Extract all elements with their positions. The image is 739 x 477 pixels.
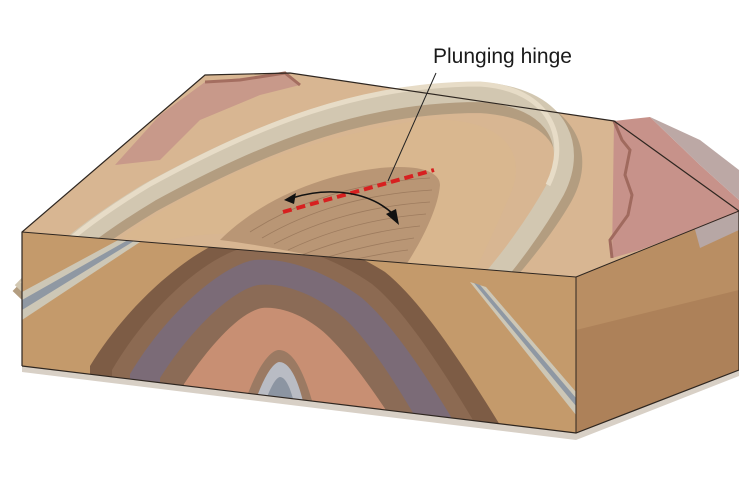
right-gray-slope <box>650 117 739 200</box>
plunging-hinge-line <box>282 168 435 214</box>
rotation-arrow-head-left <box>284 193 296 204</box>
front-left-pale-bed <box>22 238 140 320</box>
back-ridge-edge <box>204 71 301 87</box>
plunging-hinge-label: Plunging hinge <box>433 45 572 68</box>
front-left-gray-bed <box>22 240 134 310</box>
side-face-lower-band <box>576 290 739 433</box>
right-ridge-edge <box>608 120 634 259</box>
block-side-top-edge <box>575 210 739 278</box>
right-pink-ridge <box>612 117 739 258</box>
side-face-gray-corner <box>690 211 739 248</box>
front-right-gray-bed <box>474 283 576 406</box>
block-front-edge <box>21 231 577 278</box>
back-pink-ridge <box>115 73 300 165</box>
label-leader-line <box>387 72 437 182</box>
rotation-arrow-head-right <box>386 209 399 225</box>
block-outline <box>21 72 739 434</box>
outer-bed-ridge-highlight <box>20 81 560 286</box>
rotation-arrow-curve <box>291 191 394 215</box>
front-right-pale-bed <box>470 282 576 415</box>
